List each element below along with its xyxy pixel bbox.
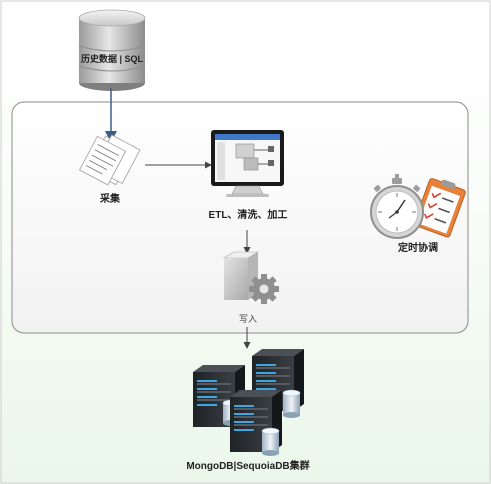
etl-label: ETL、清洗、加工 bbox=[208, 210, 288, 221]
server-rack-cluster-icon bbox=[193, 349, 304, 456]
write-label: 写入 bbox=[238, 314, 257, 324]
database-cylinder-icon bbox=[78, 9, 146, 91]
stopwatch-checklist-icon bbox=[370, 174, 466, 239]
cluster-label: MongoDB|SequoiaDB集群 bbox=[186, 461, 310, 472]
scheduler-label: 定时协调 bbox=[398, 243, 438, 254]
monitor-icon bbox=[211, 130, 284, 197]
documents-stack-icon bbox=[79, 134, 141, 186]
source-label: 历史数据 | SQL bbox=[80, 54, 144, 64]
collect-label: 采集 bbox=[100, 194, 120, 205]
server-gear-icon bbox=[222, 251, 279, 304]
